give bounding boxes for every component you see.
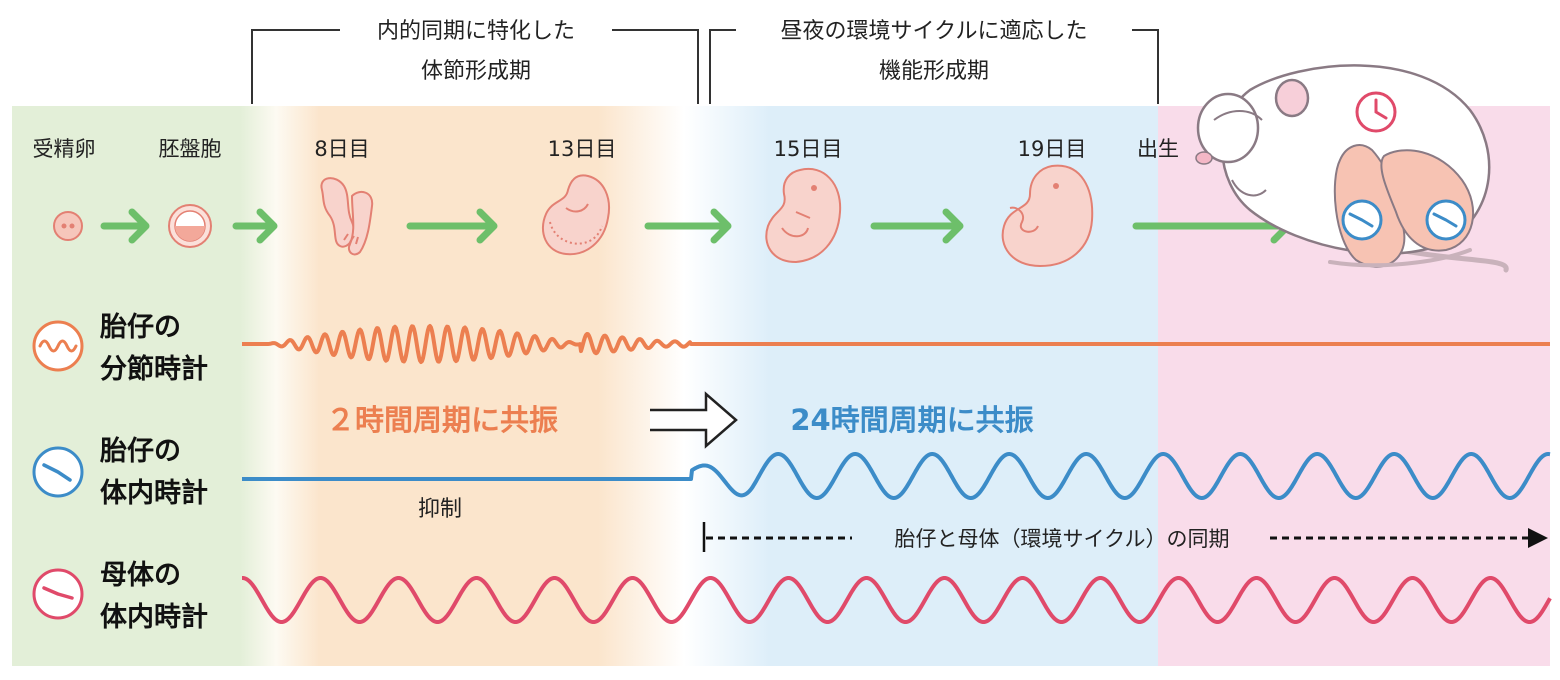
stage-label-day19: 19日目 (1018, 137, 1087, 161)
mother-clock-icon (1355, 91, 1397, 133)
zone-gradient-green-orange (240, 106, 320, 666)
row-segmentation-label-line1: 胎仔の (100, 312, 181, 343)
background-zones (12, 106, 1550, 666)
row-fetal-label-line2: 体内時計 (100, 477, 208, 509)
stage-label-blastocyst: 胚盤胞 (159, 137, 222, 161)
zone-segmentation (318, 106, 600, 666)
maternal-circadian-wave (241, 576, 1552, 624)
pup-clock-icon-left (1341, 199, 1383, 241)
fetal-circadian-wave (241, 452, 1551, 500)
annotation-sync: 胎仔と母体（環境サイクル）の同期 (895, 527, 1230, 551)
phase-left-title-line2: 体節形成期 (421, 59, 531, 84)
maternal-clock-icon (32, 568, 84, 620)
mother-mouse-illustration (1195, 64, 1509, 273)
arrow-egg-to-blastocyst (100, 208, 150, 244)
annotation-two-hour-resonance: ２時間周期に共振 (326, 403, 558, 437)
stage-arrows (100, 208, 1292, 244)
row-fetal-label-line1: 胎仔の (100, 436, 181, 467)
stage-label-fertilized-egg: 受精卵 (33, 137, 96, 161)
row-segmentation-label-line2: 分節時計 (100, 353, 208, 385)
arrow-day13-to-day15 (644, 208, 732, 244)
pup-clock-icon-right (1425, 199, 1467, 241)
fertilized-egg-icon (53, 211, 83, 241)
stage-label-birth: 出生 (1137, 137, 1179, 161)
embryo-day15-icon (765, 167, 842, 264)
segmentation-clock-wave (241, 324, 1551, 364)
stage-label-day8: 8日目 (314, 137, 369, 161)
segmentation-wave-circle-icon (32, 320, 84, 372)
arrow-day8-to-day13 (406, 208, 498, 244)
blastocyst-icon (168, 204, 212, 248)
sync-dashed-arrow (702, 522, 1548, 552)
stage-label-day13: 13日目 (548, 137, 617, 161)
phase-bracket-right (709, 29, 1159, 104)
phase-bracket-left (251, 29, 699, 104)
stage-label-day15: 15日目 (774, 137, 843, 161)
embryo-day8-icon (320, 177, 374, 256)
row-maternal-label-line1: 母体の (100, 560, 181, 591)
phase-left-title-line1: 内的同期に特化した (377, 19, 575, 44)
arrow-blastocyst-to-day8 (232, 208, 278, 244)
zone-gradient-orange-blue (598, 106, 770, 666)
embryo-day13-icon (541, 174, 610, 256)
annotation-suppression: 抑制 (418, 497, 462, 522)
annotation-24-hour-resonance: 24時間周期に共振 (790, 403, 1033, 437)
fetal-clock-icon (32, 446, 84, 498)
arrow-day15-to-day19 (870, 208, 964, 244)
phase-right-title-line2: 機能形成期 (879, 59, 989, 84)
row-maternal-label-line2: 体内時計 (100, 601, 208, 633)
phase-right-title-line1: 昼夜の環境サイクルに適応した (781, 19, 1088, 44)
transition-hollow-arrow-icon (650, 391, 738, 449)
embryo-day19-icon (1001, 164, 1094, 268)
